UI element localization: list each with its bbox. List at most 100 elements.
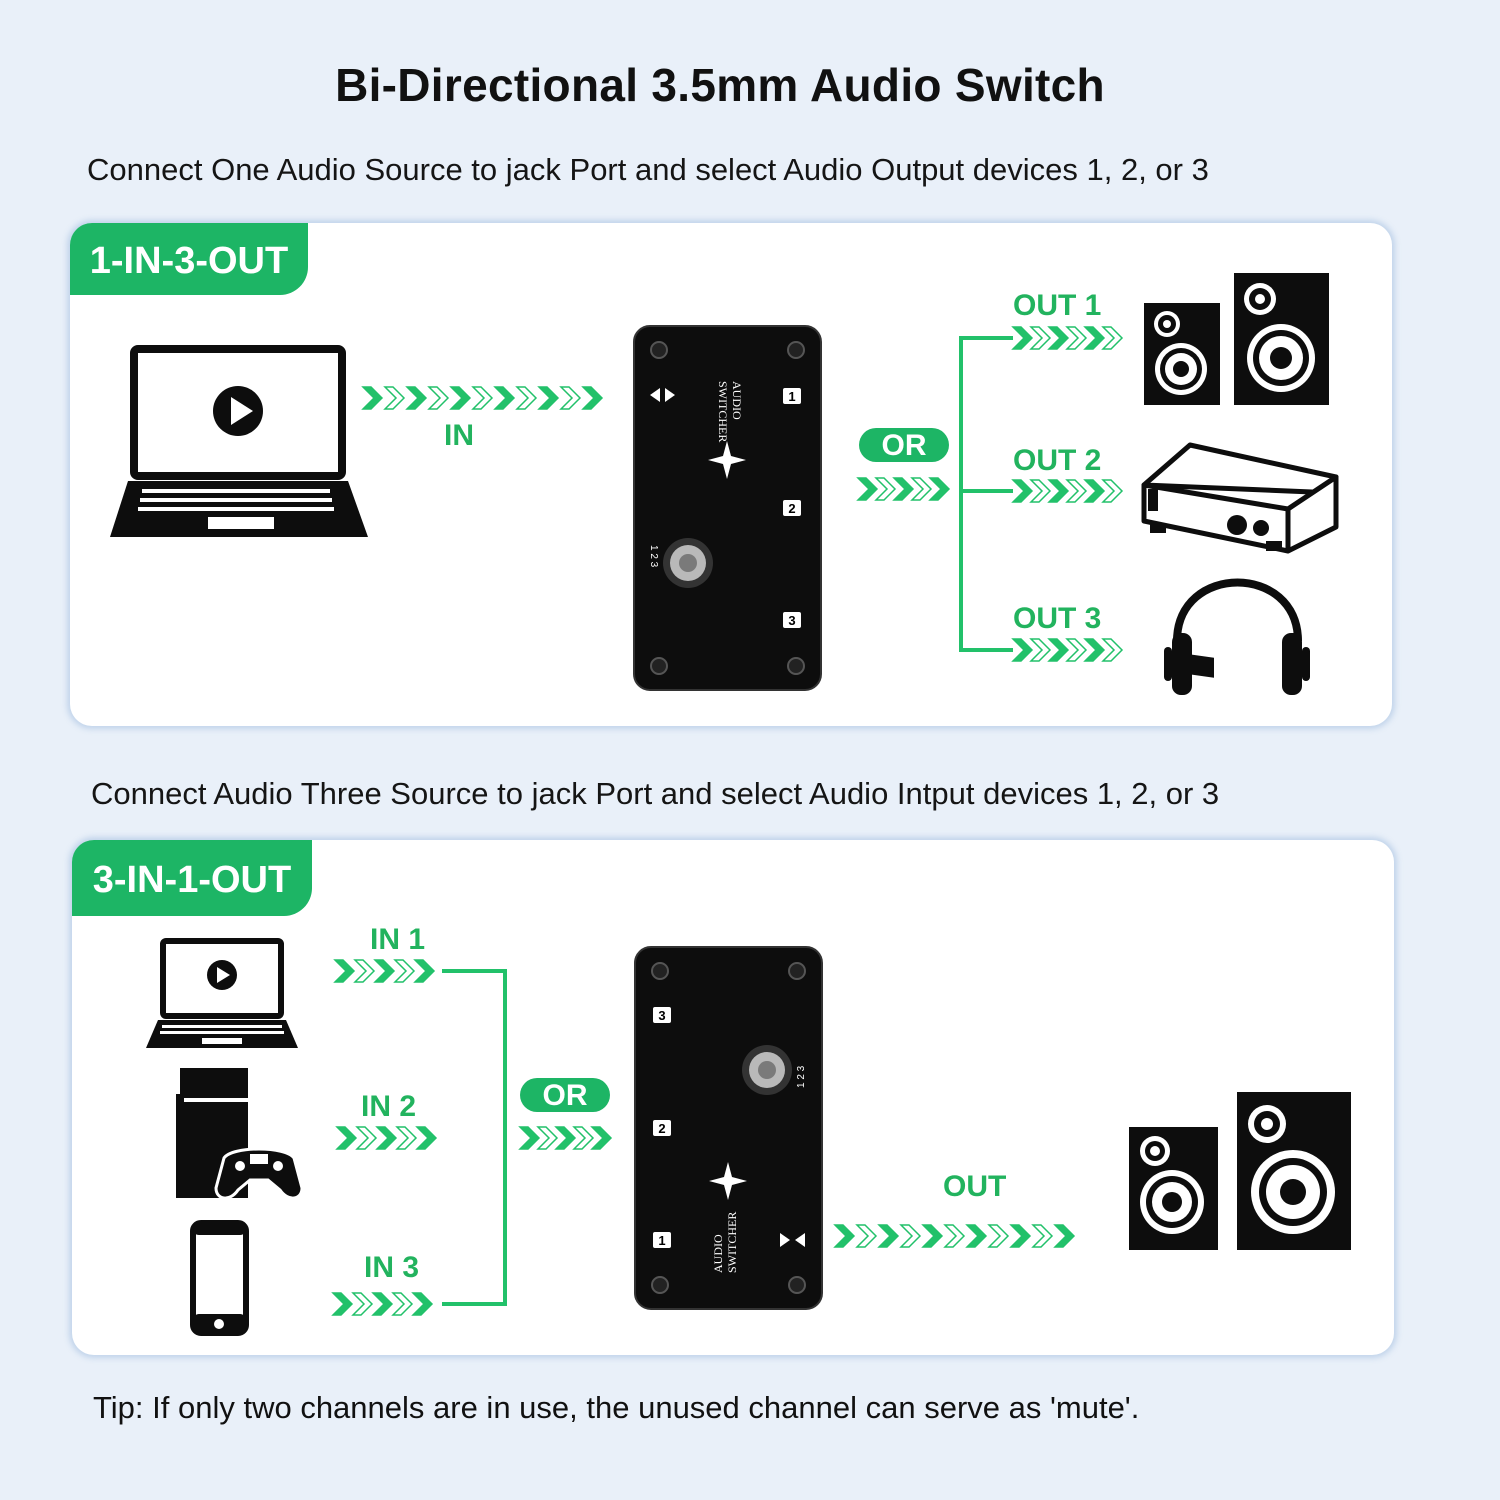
port-label-1: 1 bbox=[658, 1233, 665, 1248]
chevron-arrow-icon bbox=[1101, 479, 1124, 503]
chevron-arrow-icon bbox=[405, 386, 428, 410]
chevron-arrow-icon bbox=[395, 1126, 418, 1150]
laptop-icon bbox=[146, 938, 298, 1048]
in1-label: IN 1 bbox=[370, 923, 426, 956]
chevron-arrow-icon bbox=[877, 1224, 900, 1248]
port-marker-1 bbox=[653, 1232, 671, 1248]
chevron-arrow-icon bbox=[351, 1292, 374, 1316]
game-console-icon bbox=[176, 1068, 304, 1200]
arrow-or bbox=[518, 1126, 613, 1150]
or-pill: OR bbox=[520, 1078, 610, 1112]
out3-label: OUT 3 bbox=[1013, 602, 1102, 635]
chevron-arrow-icon bbox=[965, 1224, 988, 1248]
chevron-arrow-icon bbox=[1065, 479, 1088, 503]
chevron-arrow-icon bbox=[833, 1224, 856, 1248]
chevron-arrow-icon bbox=[590, 1126, 613, 1150]
chevron-arrow-icon bbox=[353, 959, 376, 983]
chevron-arrow-icon bbox=[554, 1126, 577, 1150]
panel2-graphics: 3 2 1 AUDIO SWITCHER 1 2 3 bbox=[146, 938, 1351, 1336]
arrow-in3 bbox=[331, 1292, 434, 1316]
port-marker-3 bbox=[783, 612, 801, 628]
out-label: OUT bbox=[943, 1170, 1007, 1203]
in3-label: IN 3 bbox=[364, 1251, 420, 1284]
chevron-arrow-icon bbox=[391, 1292, 414, 1316]
arrow-or bbox=[856, 477, 951, 501]
smartphone-icon bbox=[190, 1220, 249, 1336]
chevron-arrow-icon bbox=[411, 1292, 434, 1316]
chevron-arrow-icon bbox=[921, 1224, 944, 1248]
chevron-arrow-icon bbox=[892, 477, 915, 501]
port-label-3: 3 bbox=[658, 1008, 665, 1023]
chevron-arrow-icon bbox=[335, 1126, 358, 1150]
port-marker-2 bbox=[783, 500, 801, 516]
chevron-arrow-icon bbox=[1053, 1224, 1076, 1248]
chevron-arrow-icon bbox=[910, 477, 933, 501]
chevron-arrow-icon bbox=[536, 1126, 559, 1150]
chevron-arrow-icon bbox=[427, 386, 450, 410]
chevron-arrow-icon bbox=[393, 959, 416, 983]
chevron-arrow-icon bbox=[928, 477, 951, 501]
panel-3-in-1-out: 3-IN-1-OUT bbox=[72, 840, 1394, 1355]
chevron-arrow-icon bbox=[331, 1292, 354, 1316]
section1-instruction: Connect One Audio Source to jack Port an… bbox=[87, 152, 1209, 187]
port-label-1: 1 bbox=[788, 389, 795, 404]
chevron-arrow-icon bbox=[559, 386, 582, 410]
chevron-arrow-icon bbox=[375, 1126, 398, 1150]
switcher-text-line2: SWITCHER bbox=[716, 381, 730, 442]
chevron-arrow-icon bbox=[856, 477, 879, 501]
switcher-text-line2: SWITCHER bbox=[725, 1212, 739, 1273]
in-label: IN bbox=[444, 419, 474, 452]
headphones-icon bbox=[1164, 578, 1310, 695]
arrow-out3 bbox=[1011, 638, 1124, 662]
arrow-out bbox=[833, 1224, 1076, 1248]
or-pill: OR bbox=[859, 428, 949, 462]
chevron-arrow-icon bbox=[572, 1126, 595, 1150]
chevron-arrow-icon bbox=[471, 386, 494, 410]
chevron-arrow-icon bbox=[383, 386, 406, 410]
port-marker-3 bbox=[653, 1007, 671, 1023]
port-label-3: 3 bbox=[788, 613, 795, 628]
selector-marks: 1 2 3 bbox=[648, 545, 659, 568]
out1-label: OUT 1 bbox=[1013, 289, 1102, 322]
chevron-arrow-icon bbox=[1083, 479, 1106, 503]
branch-connector bbox=[959, 336, 1013, 652]
chevron-arrow-icon bbox=[1029, 326, 1052, 350]
switcher-text-line1: AUDIO bbox=[711, 1234, 725, 1273]
panel1-graphics: 1 2 3 AUDIO SWITCHER 1 2 3 bbox=[110, 273, 1339, 695]
out2-label: OUT 2 bbox=[1013, 444, 1102, 477]
chevron-arrow-icon bbox=[1029, 479, 1052, 503]
chevron-arrow-icon bbox=[1029, 638, 1052, 662]
mode-tag: 1-IN-3-OUT bbox=[70, 223, 308, 295]
chevron-arrow-icon bbox=[1011, 638, 1034, 662]
chevron-arrow-icon bbox=[449, 386, 472, 410]
tip-text: Tip: If only two channels are in use, th… bbox=[93, 1390, 1140, 1425]
chevron-arrow-icon bbox=[415, 1126, 438, 1150]
chevron-arrow-icon bbox=[581, 386, 604, 410]
chevron-arrow-icon bbox=[943, 1224, 966, 1248]
chevron-arrow-icon bbox=[537, 386, 560, 410]
audio-switcher-device: 1 2 3 AUDIO SWITCHER 1 2 3 bbox=[633, 325, 822, 691]
speakers-icon bbox=[1144, 273, 1329, 405]
laptop-icon bbox=[110, 345, 368, 537]
port-label-2: 2 bbox=[788, 501, 795, 516]
section2-instruction: Connect Audio Three Source to jack Port … bbox=[91, 776, 1220, 811]
chevron-arrow-icon bbox=[987, 1224, 1010, 1248]
chevron-arrow-icon bbox=[1011, 479, 1034, 503]
chevron-arrow-icon bbox=[361, 386, 384, 410]
chevron-arrow-icon bbox=[1011, 326, 1034, 350]
selector-marks: 1 2 3 bbox=[796, 1065, 807, 1088]
merge-connector bbox=[442, 969, 507, 1306]
chevron-arrow-icon bbox=[1065, 638, 1088, 662]
chevron-arrow-icon bbox=[413, 959, 436, 983]
mode-tag: 3-IN-1-OUT bbox=[72, 840, 312, 916]
speakers-icon bbox=[1129, 1092, 1351, 1250]
port-label-2: 2 bbox=[658, 1121, 665, 1136]
arrow-in1 bbox=[333, 959, 436, 983]
chevron-arrow-icon bbox=[371, 1292, 394, 1316]
chevron-arrow-icon bbox=[1047, 638, 1070, 662]
chevron-arrow-icon bbox=[493, 386, 516, 410]
chevron-arrow-icon bbox=[1083, 638, 1106, 662]
chevron-arrow-icon bbox=[373, 959, 396, 983]
page-title: Bi-Directional 3.5mm Audio Switch bbox=[335, 59, 1105, 111]
arrow-in2 bbox=[335, 1126, 438, 1150]
